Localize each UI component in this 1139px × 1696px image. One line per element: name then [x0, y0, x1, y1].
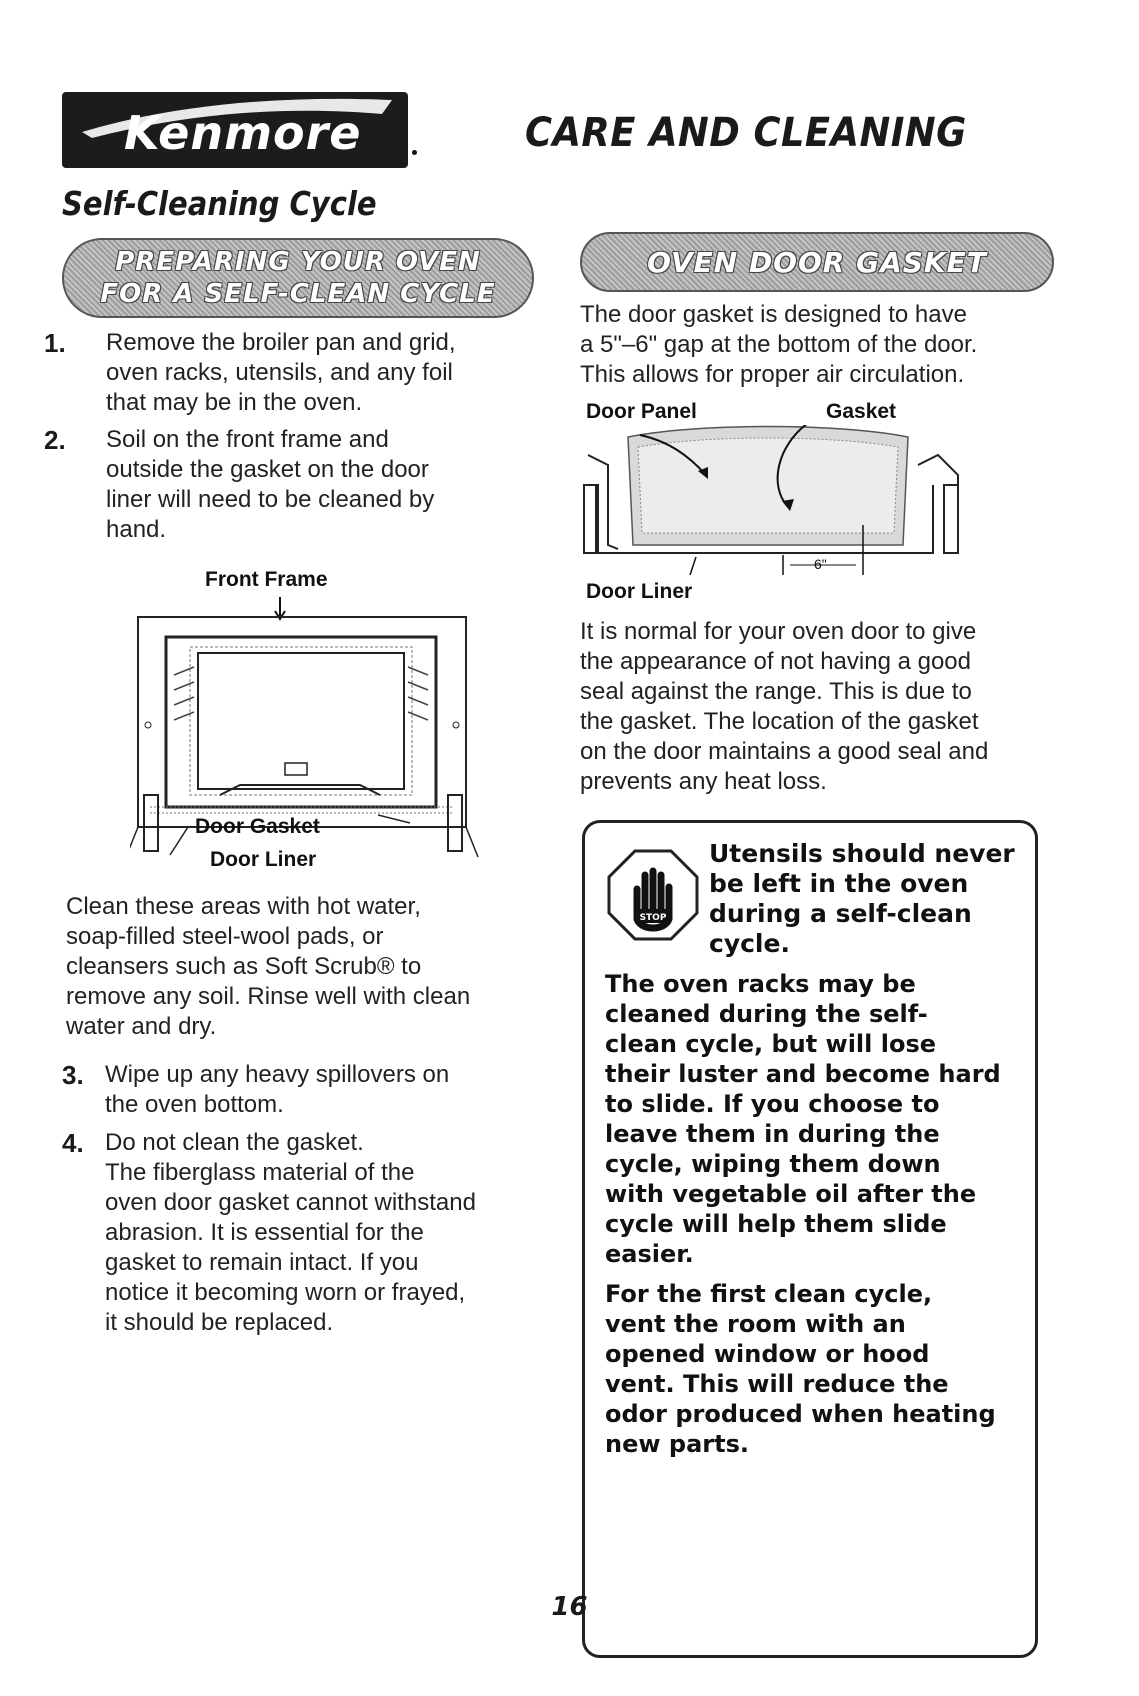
preparing-header-line1: PREPARING YOUR OVEN — [115, 247, 481, 277]
step-2-line: Soil on the front frame and — [106, 426, 389, 453]
preparing-section-header: PREPARING YOUR OVEN FOR A SELF-CLEAN CYC… — [62, 238, 534, 318]
caution-box: STOP Utensils should never be left in th… — [582, 820, 1038, 1658]
clean-line: soap-filled steel-wool pads, or — [66, 923, 384, 950]
step-4-line: The fiberglass material of the — [105, 1159, 415, 1186]
clean-line: remove any soil. Rinse well with clean — [66, 983, 471, 1010]
normal-line: It is normal for your oven door to give — [580, 618, 977, 645]
normal-line: seal against the range. This is due to — [580, 678, 972, 705]
caution-vent-line: opened window or hood — [605, 1340, 930, 1368]
step-3-text: Wipe up any heavy spillovers on the oven… — [105, 1060, 555, 1120]
caution-racks-line: with vegetable oil after the — [605, 1180, 977, 1208]
normal-line: on the door maintains a good seal and — [580, 738, 989, 765]
step-2-line: liner will need to be cleaned by — [106, 486, 435, 513]
caution-racks-line: clean cycle, but will lose — [605, 1030, 937, 1058]
caution-racks-line: The oven racks may be — [605, 970, 916, 998]
caution-racks-paragraph: The oven racks may be cleaned during the… — [605, 969, 1025, 1269]
gasket-intro: The door gasket is designed to have a 5"… — [580, 300, 1040, 390]
step-1-line: that may be in the oven. — [106, 389, 363, 416]
door-gasket-label: Door Gasket — [195, 815, 320, 838]
step-3-line: Wipe up any heavy spillovers on — [105, 1061, 450, 1088]
caution-vent-line: vent. This will reduce the — [605, 1370, 949, 1398]
door-liner-label-left: Door Liner — [210, 848, 317, 871]
logo-wordmark: Kenmore — [124, 106, 362, 160]
normal-line: prevents any heat loss. — [580, 768, 827, 795]
stop-icon-text: STOP — [640, 913, 667, 923]
step-4-line: notice it becoming worn or frayed, — [105, 1279, 466, 1306]
step-4-line: gasket to remain intact. If you — [105, 1249, 419, 1276]
caution-vent-line: vent the room with an — [605, 1310, 906, 1338]
step-1-text: Remove the broiler pan and grid, oven ra… — [106, 328, 556, 418]
gasket-intro-line: a 5"–6" gap at the bottom of the door. — [580, 331, 978, 358]
caution-vent-paragraph: For the first clean cycle, vent the room… — [605, 1279, 1025, 1459]
normal-line: the gasket. The location of the gasket — [580, 708, 979, 735]
clean-instructions: Clean these areas with hot water, soap-f… — [66, 892, 556, 1042]
logo-swoosh-icon — [82, 98, 392, 138]
caution-racks-line: cycle will help them slide — [605, 1210, 947, 1238]
caution-vent-line: For the first clean cycle, — [605, 1280, 933, 1308]
caution-racks-line: their luster and become hard — [605, 1060, 1001, 1088]
page-number: 16 — [551, 1592, 588, 1622]
preparing-header-line2: FOR A SELF-CLEAN CYCLE — [100, 279, 496, 309]
caution-heading-line: cycle. — [709, 929, 790, 958]
normal-line: the appearance of not having a good — [580, 648, 971, 675]
gasket-intro-line: The door gasket is designed to have — [580, 301, 967, 328]
caution-racks-line: cleaned during the self- — [605, 1000, 928, 1028]
step-4-text: Do not clean the gasket. The fiberglass … — [105, 1128, 565, 1338]
gasket-header-text: OVEN DOOR GASKET — [647, 245, 987, 279]
page-title: CARE AND CLEANING — [525, 110, 967, 156]
section-subtitle: Self-Cleaning Cycle — [62, 184, 377, 223]
step-2-line: outside the gasket on the door — [106, 456, 429, 483]
step-3-number: 3. — [62, 1060, 84, 1090]
door-gasket-diagram: 6" — [583, 425, 959, 575]
step-4-line: oven door gasket cannot withstand — [105, 1189, 476, 1216]
clean-line: Clean these areas with hot water, — [66, 893, 421, 920]
step-3-line: the oven bottom. — [105, 1091, 284, 1118]
step-2-number: 2. — [44, 425, 66, 455]
step-1-line: Remove the broiler pan and grid, — [106, 329, 456, 356]
oven-front-frame-diagram — [130, 597, 479, 858]
step-1-number: 1. — [44, 328, 66, 358]
door-liner-label-right: Door Liner — [586, 580, 693, 603]
gasket-intro-line: This allows for proper air circulation. — [580, 361, 965, 388]
step-4-number: 4. — [62, 1128, 84, 1158]
step-4-line: it should be replaced. — [105, 1309, 334, 1336]
step-4-line: abrasion. It is essential for the — [105, 1219, 424, 1246]
caution-racks-line: cycle, wiping them down — [605, 1150, 941, 1178]
step-1-line: oven racks, utensils, and any foil — [106, 359, 453, 386]
normal-appearance-text: It is normal for your oven door to give … — [580, 617, 1040, 797]
step-4-line: Do not clean the gasket. — [105, 1129, 364, 1156]
caution-vent-line: new parts. — [605, 1430, 749, 1458]
door-panel-label: Door Panel — [586, 400, 697, 423]
oven-door-gasket-header: OVEN DOOR GASKET — [580, 232, 1054, 292]
stop-hand-icon: STOP — [607, 849, 699, 941]
caution-heading-line: during a self-clean — [709, 899, 972, 928]
caution-racks-line: easier. — [605, 1240, 694, 1268]
clean-line: water and dry. — [66, 1013, 217, 1040]
caution-heading-line: Utensils should never — [709, 839, 1015, 868]
gasket-label: Gasket — [826, 400, 897, 423]
caution-vent-line: odor produced when heating — [605, 1400, 996, 1428]
clean-line: cleansers such as Soft Scrub® to — [66, 953, 422, 980]
caution-heading-line: be left in the oven — [709, 869, 969, 898]
logo-trademark-dot — [412, 150, 417, 155]
caution-heading: Utensils should never be left in the ove… — [709, 839, 1025, 959]
step-2-text: Soil on the front frame and outside the … — [106, 425, 556, 545]
gap-dimension-label: 6" — [814, 556, 827, 572]
caution-racks-line: leave them in during the — [605, 1120, 940, 1148]
kenmore-logo: Kenmore — [62, 92, 408, 168]
front-frame-label: Front Frame — [205, 568, 328, 591]
caution-racks-line: to slide. If you choose to — [605, 1090, 940, 1118]
step-2-line: hand. — [106, 516, 167, 543]
